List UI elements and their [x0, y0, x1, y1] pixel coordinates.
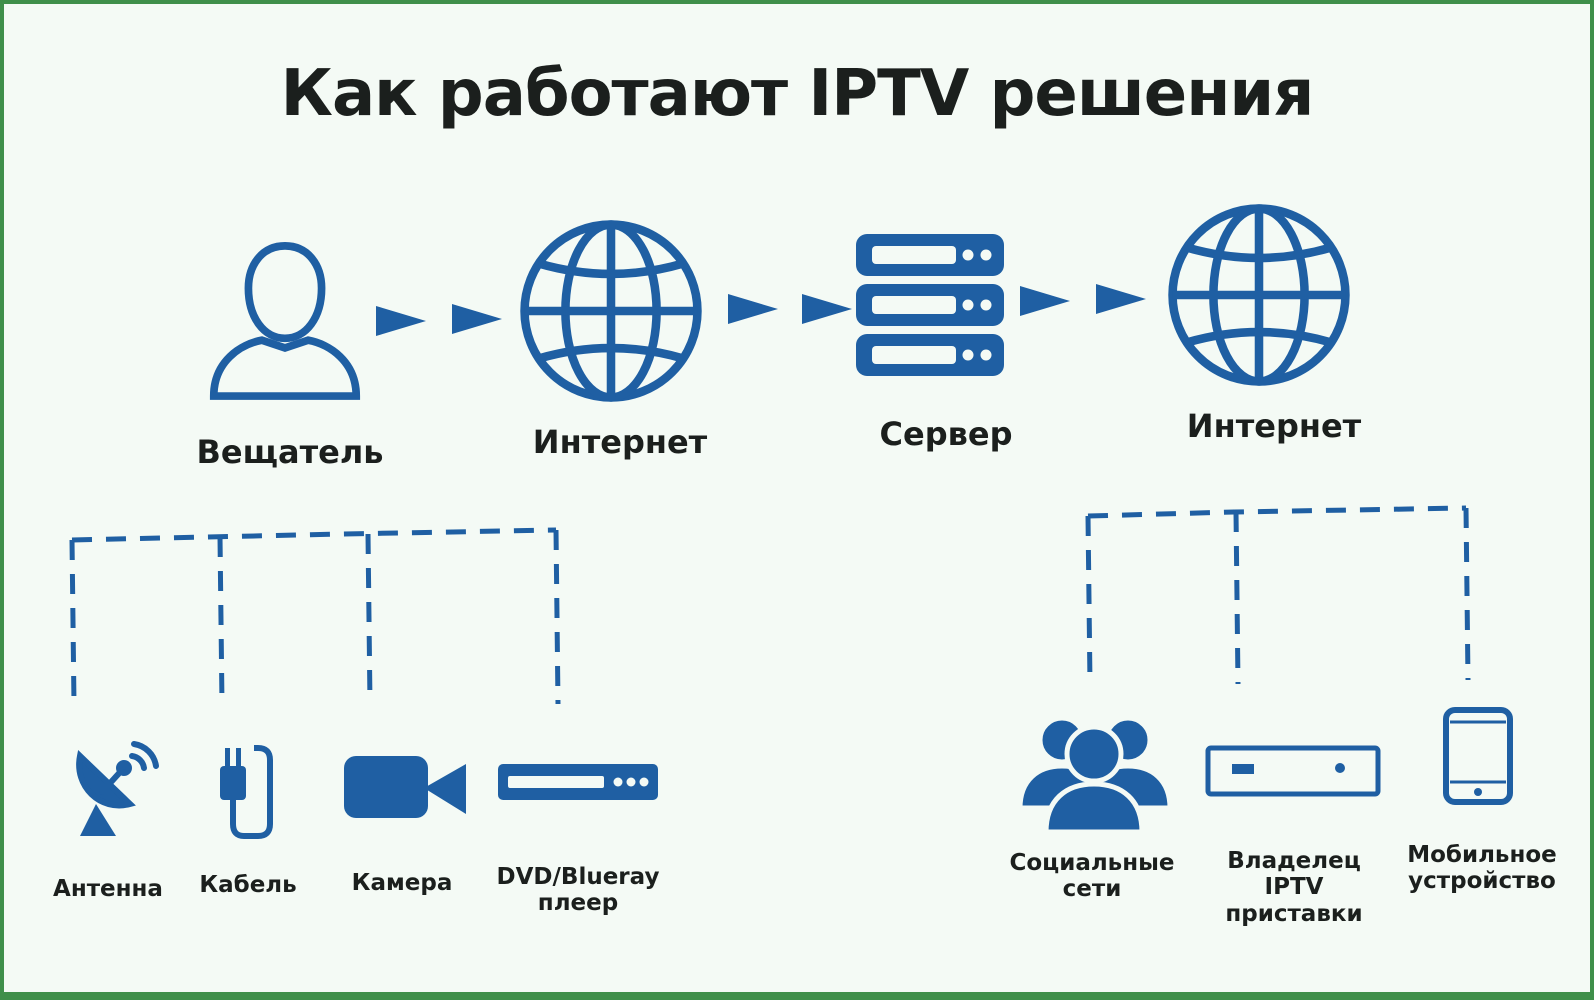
source-label-antenna: Антенна [53, 876, 163, 902]
diagram-canvas: Как работают IPTV решения Вещатель Интер… [4, 4, 1590, 992]
destinations-connector [1085, 505, 1471, 685]
flow-arrows [376, 284, 1146, 336]
broadcaster-label: Вещатель [196, 433, 384, 471]
flow-arrow [1096, 284, 1146, 314]
globe-icon [525, 225, 698, 398]
source-label-cable: Кабель [199, 872, 297, 898]
set-top-box-icon [1205, 745, 1381, 797]
flow-arrow [376, 306, 426, 336]
person-icon [214, 246, 356, 396]
internet-label: Интернет [532, 423, 708, 461]
destination-label-settop: Владелец IPTV приставки [1225, 848, 1363, 927]
tablet-icon [1443, 707, 1513, 805]
server-label: Сервер [879, 415, 1013, 453]
page-title: Как работают IPTV решения [280, 57, 1315, 131]
flow-arrow [802, 294, 852, 324]
satellite-dish-icon [76, 741, 159, 836]
video-camera-icon [344, 756, 466, 818]
source-label-camera: Камера [351, 870, 453, 896]
people-group-icon [1017, 715, 1173, 835]
internet-label: Интернет [1186, 407, 1362, 445]
sources-connector [69, 527, 561, 705]
flow-arrow [1020, 286, 1070, 316]
destination-label-social: Социальные сети [1009, 850, 1175, 903]
destination-label-mobile: Мобильное устройство [1407, 842, 1557, 895]
diagram-graphics [69, 4, 1513, 839]
server-icon [856, 234, 1004, 376]
cable-plug-icon [220, 745, 273, 839]
flow-arrow [728, 294, 778, 324]
source-label-dvd: DVD/Blueray плеер [496, 864, 660, 917]
flow-arrow [452, 304, 502, 334]
globe-icon [1173, 209, 1346, 382]
dvd-player-icon [498, 764, 658, 800]
